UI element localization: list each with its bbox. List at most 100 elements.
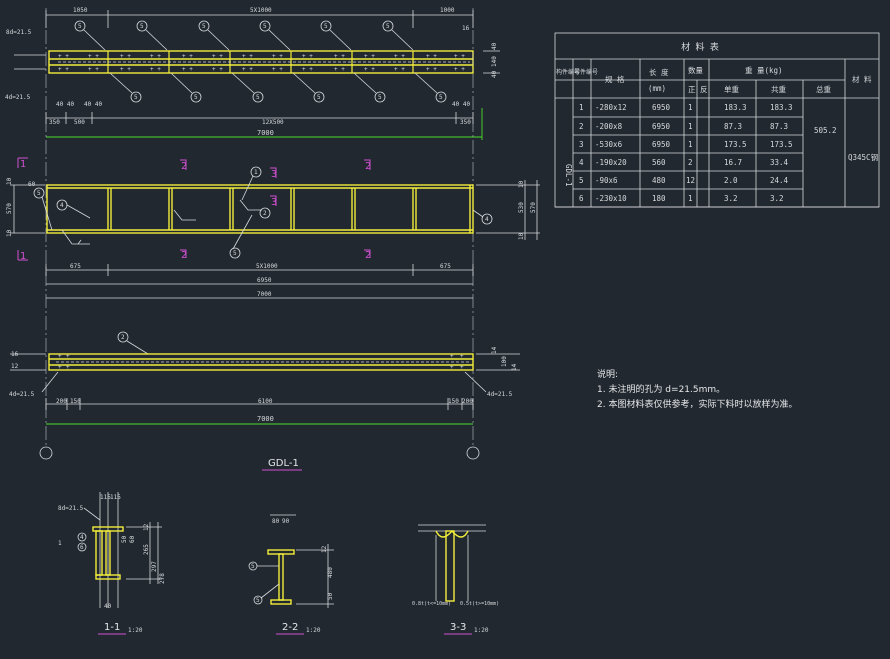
callout-label: 5 xyxy=(324,23,328,30)
label-text: + + xyxy=(334,53,345,60)
callout-label: 5 xyxy=(194,94,198,101)
callout-label: 6 xyxy=(80,544,84,551)
s3-weld-right: 0.5t(t>=10mm) xyxy=(460,601,499,607)
section-mark-2a: 2 xyxy=(181,161,187,172)
s1-dim-115a: 115 xyxy=(100,494,111,501)
dim-bottom-2: 500 xyxy=(74,119,85,126)
section-1-1-label: 1-1 xyxy=(104,622,120,633)
bolt-note-bottom: 4d=21.5 xyxy=(5,94,31,101)
elev-dim-2: 5X1000 xyxy=(256,263,278,270)
bottom-view: 2 ++++++++ 16 12 14 100 14 4d=21.5 4d=21… xyxy=(9,331,520,471)
label-text: 6950 xyxy=(652,140,671,149)
label-text: + + xyxy=(150,53,161,60)
label-text: + + xyxy=(242,66,253,73)
label-text: 5 xyxy=(579,176,584,185)
label-text: + xyxy=(66,353,70,360)
label-text: 1 xyxy=(688,194,693,203)
s1-dim-40: 40 xyxy=(104,603,112,610)
label-text: 1 xyxy=(688,122,693,131)
callout-label: 1 xyxy=(254,169,258,176)
label-text: + + xyxy=(454,53,465,60)
right-dim-3: 10 xyxy=(518,232,525,240)
label-text: + + xyxy=(58,66,69,73)
section-3-3-scale: 1:20 xyxy=(474,627,489,634)
label-text: 2.0 xyxy=(724,176,738,185)
label-text: 4 xyxy=(579,158,584,167)
s3-weld-left: 0.8t(t<=10mm) xyxy=(412,601,451,607)
s1-dim-60: 60 xyxy=(129,535,136,543)
callout-label: 2 xyxy=(263,210,267,217)
label-text: + + xyxy=(150,66,161,73)
section-mark-2b: 2 xyxy=(365,161,371,172)
material-table: 材 料 表 构件编号 零件编号 规 格 长 度 (mm) 数量 正 反 重 量(… xyxy=(554,32,880,208)
label-text: + + xyxy=(212,53,223,60)
hdr-part-no: 零件编号 xyxy=(574,68,598,76)
label-text: 560 xyxy=(652,158,666,167)
left-dim-1: 10 xyxy=(6,177,13,185)
label-text: + + xyxy=(242,53,253,60)
s1-dim-115b: 115 xyxy=(110,494,121,501)
label-text: + + xyxy=(454,66,465,73)
top-callouts: 5 5 5 5 5 5 xyxy=(74,20,414,51)
label-text: 87.3 xyxy=(724,122,742,131)
s1-callout-1: 1 xyxy=(58,540,62,547)
elev-total-2: 7000 xyxy=(257,291,272,298)
label-text: 6 xyxy=(579,194,584,203)
elev-total-1: 6950 xyxy=(257,277,272,284)
label-text: 12 xyxy=(686,176,695,185)
s2-dim-50a: 50 xyxy=(327,592,334,600)
label-text: + + xyxy=(426,66,437,73)
hole-pitch-left2: 40 40 xyxy=(84,101,102,108)
left-dim-2: 570 xyxy=(6,203,13,214)
label-text: -530x6 xyxy=(595,140,623,149)
label-text: 1 xyxy=(688,103,693,112)
hdr-length-unit: (mm) xyxy=(648,84,666,93)
callout-label: 5 xyxy=(37,190,41,197)
s1-end-plate xyxy=(95,530,103,576)
right-dim-1: 10 xyxy=(518,180,525,188)
table-title: 材 料 表 xyxy=(681,41,719,53)
notes: 说明: 1. 未注明的孔为 d=21.5mm。 2. 本图材料表仅供参考，实际下… xyxy=(597,368,797,410)
label-text: + + xyxy=(364,66,375,73)
label-text: + + xyxy=(334,66,345,73)
bv-dim-5: 200 xyxy=(462,398,473,405)
label-text: + + xyxy=(364,53,375,60)
callout-label: 5 xyxy=(263,23,267,30)
label-text: 1 xyxy=(579,103,584,112)
callout-label: 5 xyxy=(140,23,144,30)
section-mark-3b: 3 xyxy=(271,197,277,208)
member-mark: GDL-1 xyxy=(564,164,573,187)
s2-dim-80: 80 xyxy=(272,518,280,525)
hdr-spec: 规 格 xyxy=(605,74,625,84)
bv-left-dim-1: 16 xyxy=(11,351,19,358)
hdr-weight: 重 量(kg) xyxy=(745,66,783,75)
label-text: 24.4 xyxy=(770,176,789,185)
s3-stiffener xyxy=(445,530,455,602)
top-view: 1050 5X1000 1000 5 5 5 5 5 5 8d=21.5 16 xyxy=(5,7,500,140)
section-mark-2d: 2 xyxy=(365,250,371,261)
s2-bottom-flange xyxy=(270,599,292,605)
label-text: 6950 xyxy=(652,122,671,131)
s1-dim-297: 297 xyxy=(151,561,158,572)
s2-dim-90: 90 xyxy=(282,518,290,525)
callout-label: 5 xyxy=(233,250,237,257)
label-text: 173.5 xyxy=(724,140,747,149)
hdr-total-weight: 共重 xyxy=(771,85,786,94)
elev-dim-3: 675 xyxy=(440,263,451,270)
section-2-2-label: 2-2 xyxy=(282,622,298,633)
label-text: -230x10 xyxy=(595,194,627,203)
label-text: 3 xyxy=(579,140,584,149)
label-text: 87.3 xyxy=(770,122,788,131)
hdr-member-no: 构件编号 xyxy=(556,68,580,76)
elevation-callouts: 1 5 4 2 4 5 xyxy=(33,166,493,259)
callout-label: 2 xyxy=(121,334,125,341)
dim-top-3: 1000 xyxy=(440,7,455,14)
hdr-unit-weight: 单重 xyxy=(724,84,739,94)
drawing-title: GDL-1 xyxy=(268,458,299,469)
girder-elevation xyxy=(46,184,474,234)
section-2-2-scale: 1:20 xyxy=(306,627,321,634)
